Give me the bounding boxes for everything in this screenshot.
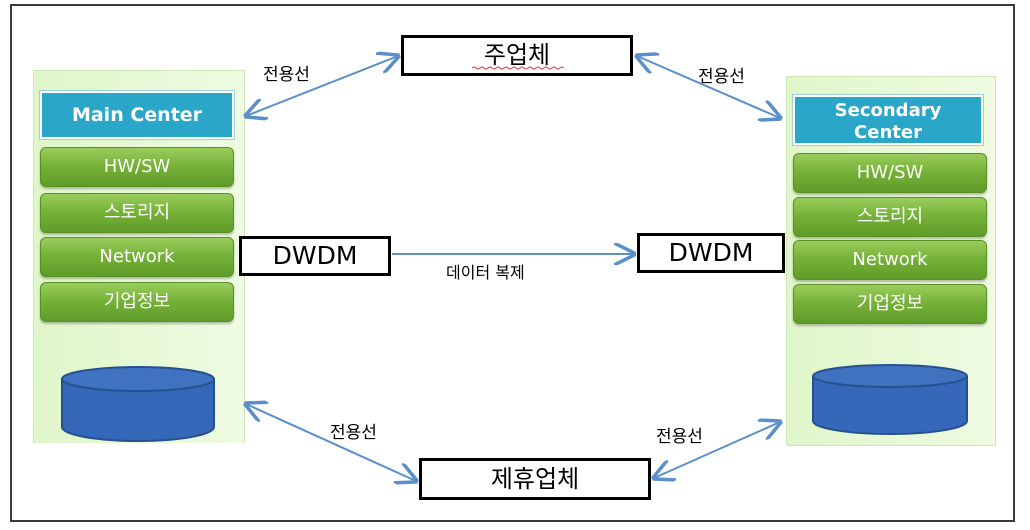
main-layer-hw-sw: HW/SW — [40, 147, 234, 187]
secondary-layer-hw-sw: HW/SW — [793, 153, 987, 193]
line-label-bottom-left: 전용선 — [330, 423, 377, 443]
line-label-bottom-right: 전용선 — [656, 427, 703, 447]
dwdm-right-box: DWDM — [637, 233, 785, 273]
main-layer-enterprise-info: 기업정보 — [40, 282, 234, 322]
main-center-title: Main Center — [40, 91, 234, 139]
spellcheck-underline — [472, 66, 564, 70]
dwdm-left-box: DWDM — [239, 236, 391, 276]
secondary-layer-network: Network — [793, 240, 987, 280]
secondary-center: Secondary Center HW/SW 스토리지 Network 기업정보 — [786, 76, 996, 446]
secondary-database-icon — [812, 364, 968, 435]
arrow-main-to-partner — [246, 404, 416, 481]
line-label-top-left: 전용선 — [263, 65, 310, 85]
replication-label: 데이터 복제 — [446, 263, 525, 282]
main-database-icon — [61, 366, 215, 442]
main-layer-storage: 스토리지 — [40, 193, 234, 233]
arrow-company-to-secondary — [637, 56, 780, 118]
company-box: 주업체 — [401, 35, 633, 76]
main-layer-network: Network — [40, 237, 234, 277]
secondary-layer-storage: 스토리지 — [793, 197, 987, 237]
main-center: Main Center HW/SW 스토리지 Network 기업정보 — [33, 70, 245, 443]
secondary-layer-enterprise-info: 기업정보 — [793, 284, 987, 324]
partner-box: 제휴업체 — [419, 458, 651, 500]
arrow-partner-to-secondary — [654, 422, 780, 478]
secondary-center-title: Secondary Center — [793, 95, 983, 145]
arrow-main-to-company — [246, 56, 398, 116]
diagram-frame — [10, 4, 1015, 522]
line-label-top-right: 전용선 — [698, 67, 745, 87]
